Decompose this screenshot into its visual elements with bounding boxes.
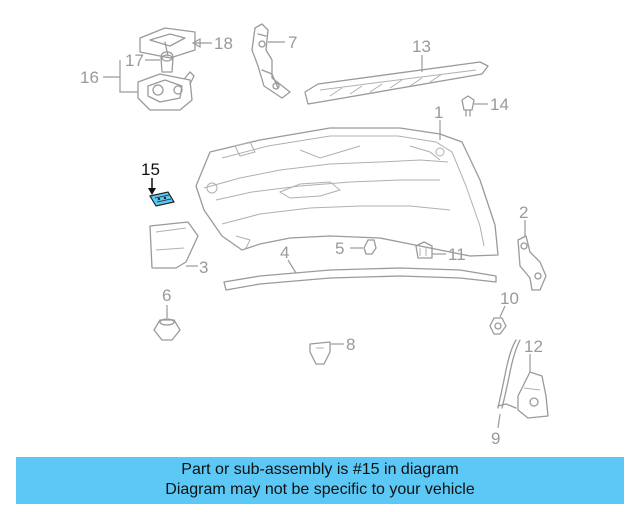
part-12-latch (517, 371, 549, 419)
callout-3: 3 (199, 258, 208, 277)
callout-5: 5 (335, 239, 344, 258)
part-6-bumper (153, 318, 181, 341)
part-13-molding (304, 61, 489, 105)
callout-13: 13 (412, 37, 431, 56)
callout-18: 18 (214, 34, 233, 53)
callout-7: 7 (288, 33, 297, 52)
part-17-clip (160, 51, 174, 73)
part-10-grommet (489, 317, 507, 335)
callout-14: 14 (490, 95, 509, 114)
callout-11: 11 (448, 245, 466, 264)
part-14-clip (461, 95, 475, 117)
leader-16 (103, 60, 138, 93)
part-18-bracket (139, 27, 196, 59)
part-11-clip (415, 241, 433, 259)
callout-6: 6 (162, 286, 171, 305)
callout-12: 12 (524, 337, 543, 356)
leader-4 (287, 259, 297, 274)
callout-8: 8 (346, 335, 355, 354)
banner-line-1: Part or sub-assembly is #15 in diagram (181, 461, 459, 478)
part-9-cable (497, 339, 521, 409)
callout-9: 9 (491, 429, 500, 448)
leader-15-arrow (148, 188, 156, 195)
leader-18-arrow (191, 37, 201, 49)
part-8-bumper (309, 341, 331, 365)
info-banner: Part or sub-assembly is #15 in diagram D… (16, 457, 624, 504)
part-1-liftgate (195, 127, 499, 257)
callout-1: 1 (434, 103, 443, 122)
callout-15: 15 (141, 160, 160, 179)
callout-17: 17 (125, 51, 144, 70)
part-4-weatherstrip (223, 267, 497, 291)
part-5-fastener (363, 239, 377, 255)
callout-4: 4 (280, 243, 289, 262)
part-2-bracket (517, 235, 547, 291)
callout-10: 10 (500, 289, 519, 308)
leader-10 (499, 305, 506, 318)
part-16-latch (137, 71, 195, 111)
banner-line-2: Diagram may not be specific to your vehi… (165, 481, 475, 498)
callout-2: 2 (519, 203, 528, 222)
part-15-pad (149, 191, 175, 207)
callout-16: 16 (80, 68, 99, 87)
part-3-trim (149, 221, 199, 269)
part-7-hinge (251, 23, 291, 99)
leader-9 (497, 413, 501, 429)
